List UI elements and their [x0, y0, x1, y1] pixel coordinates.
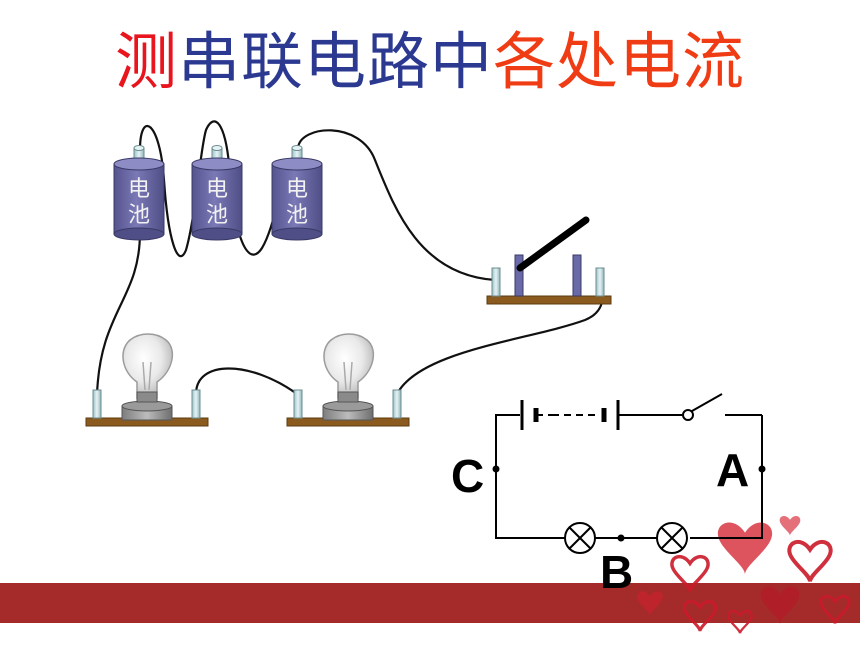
footer-bar [0, 583, 860, 623]
knife-switch [486, 216, 612, 305]
title-segment-series-circuit: 串联电路中 [177, 25, 493, 98]
point-b-label: B [600, 546, 633, 598]
battery-3-label-top: 电 [286, 177, 308, 202]
battery-1: 电 池 [113, 145, 165, 241]
battery-3-label-bottom: 池 [286, 203, 308, 228]
circuit-schematic [495, 393, 763, 554]
battery-1-label-top: 电 [128, 177, 150, 202]
battery-2-label-bottom: 池 [206, 203, 228, 228]
battery-1-label-bottom: 池 [128, 203, 150, 228]
battery-3: 电 池 [271, 145, 323, 241]
title-segment-measure: 测 [114, 25, 178, 98]
schematic-points [492, 465, 766, 542]
title-segment-current-everywhere: 各处电流 [493, 25, 746, 98]
lamp-1 [85, 333, 209, 427]
battery-2: 电 池 [191, 145, 243, 241]
lamp-2 [286, 333, 410, 427]
point-a-label: A [716, 444, 749, 496]
page-title: 测串联电路中各处电流 [0, 22, 860, 102]
battery-2-label-top: 电 [206, 177, 228, 202]
point-c-label: C [451, 450, 484, 502]
